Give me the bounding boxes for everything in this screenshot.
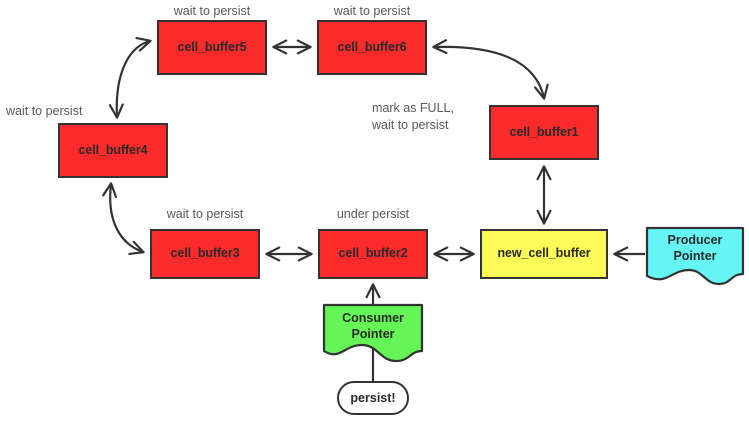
node-cell-buffer4[interactable]: cell_buffer4 [58, 123, 168, 178]
node-consumer-pointer[interactable]: Consumer Pointer [322, 303, 424, 365]
node-new-cell-buffer[interactable]: new_cell_buffer [480, 229, 608, 279]
annotation-above-cell-buffer3: wait to persist [166, 207, 244, 221]
node-persist-terminator[interactable]: persist! [337, 381, 409, 415]
annotation-mark-as-full-line1: mark as FULL, [372, 101, 454, 115]
node-cell-buffer5[interactable]: cell_buffer5 [157, 20, 267, 75]
node-cell-buffer1[interactable]: cell_buffer1 [489, 105, 599, 160]
edge-cb4-cb3 [102, 182, 145, 255]
producer-pointer-shape [645, 226, 745, 286]
annotation-above-cell-buffer5: wait to persist [173, 4, 251, 18]
edge-cb6-cb1 [432, 39, 549, 100]
node-cell-buffer6[interactable]: cell_buffer6 [317, 20, 427, 75]
edge-cb5-cb4 [108, 37, 152, 119]
annotation-above-cell-buffer2: under persist [336, 207, 410, 221]
node-cell-buffer3[interactable]: cell_buffer3 [150, 229, 260, 279]
annotation-mark-as-full-line2: wait to persist [372, 118, 449, 132]
consumer-pointer-shape [322, 303, 424, 363]
annotation-above-cell-buffer6: wait to persist [333, 4, 411, 18]
node-cell-buffer2[interactable]: cell_buffer2 [318, 229, 428, 279]
node-producer-pointer[interactable]: Producer Pointer [645, 226, 745, 288]
annotation-left-cell-buffer4: wait to persist [6, 104, 83, 118]
